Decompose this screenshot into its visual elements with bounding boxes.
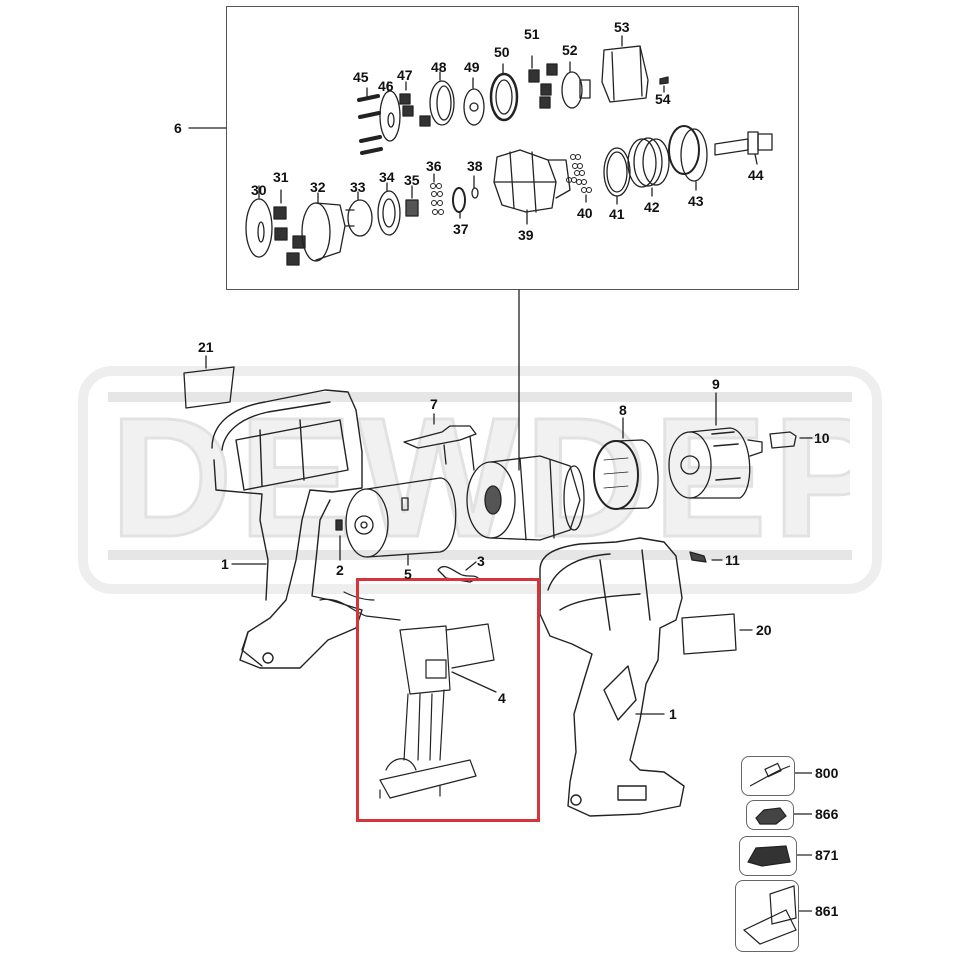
callout-1-right: 1 [669,706,677,722]
callout-6: 6 [174,120,182,136]
callout-20: 20 [756,622,772,638]
switch-drawing [319,591,495,799]
callout-48: 48 [431,59,447,75]
callout-33: 33 [350,179,366,195]
watermark-text: DEWDEPO [110,398,850,558]
callout-8: 8 [619,402,627,418]
watermark-bar-top [108,392,852,402]
callout-32: 32 [310,179,326,195]
callout-49: 49 [464,59,480,75]
callout-30: 30 [251,182,267,198]
callout-38: 38 [467,158,483,174]
housing-right-drawing [539,537,685,817]
callout-45: 45 [353,69,369,85]
housing-left-drawing [211,389,363,669]
callout-10: 10 [814,430,830,446]
callout-861: 861 [815,903,839,919]
chuck-drawing [668,427,763,499]
callout-21: 21 [198,339,214,355]
callout-871: 871 [815,847,839,863]
callout-40: 40 [577,205,593,221]
callout-47: 47 [397,67,413,83]
callout-54: 54 [655,91,671,107]
callout-3: 3 [477,553,485,569]
callout-46: 46 [378,78,394,94]
callout-2: 2 [336,562,344,578]
callout-5: 5 [404,566,412,582]
watermark-bar-bottom [108,550,852,560]
watermark-frame [78,366,882,594]
callout-42: 42 [644,199,660,215]
callout-31: 31 [273,169,289,185]
callout-44: 44 [748,167,764,183]
callout-866: 866 [815,806,839,822]
gearbox-inset-box [226,6,799,290]
callout-43: 43 [688,193,704,209]
screws-icon [357,87,383,155]
callout-51: 51 [524,26,540,42]
callout-9: 9 [712,376,720,392]
callout-7: 7 [430,396,438,412]
callout-39: 39 [518,227,534,243]
callout-35: 35 [404,172,420,188]
motor-drawing [345,477,457,558]
callout-37: 37 [453,221,469,237]
callout-52: 52 [562,42,578,58]
callout-4: 4 [498,690,506,706]
callout-800: 800 [815,765,839,781]
callout-41: 41 [609,206,625,222]
callout-50: 50 [494,44,510,60]
callout-34: 34 [379,169,395,185]
gearbox-assembly-drawing [466,455,585,541]
callout-1-left: 1 [221,556,229,572]
callout-53: 53 [614,19,630,35]
clutch-collar-drawing [593,439,659,510]
callout-36: 36 [426,158,442,174]
callout-11: 11 [725,552,740,568]
highlight-box-switch [356,578,540,822]
